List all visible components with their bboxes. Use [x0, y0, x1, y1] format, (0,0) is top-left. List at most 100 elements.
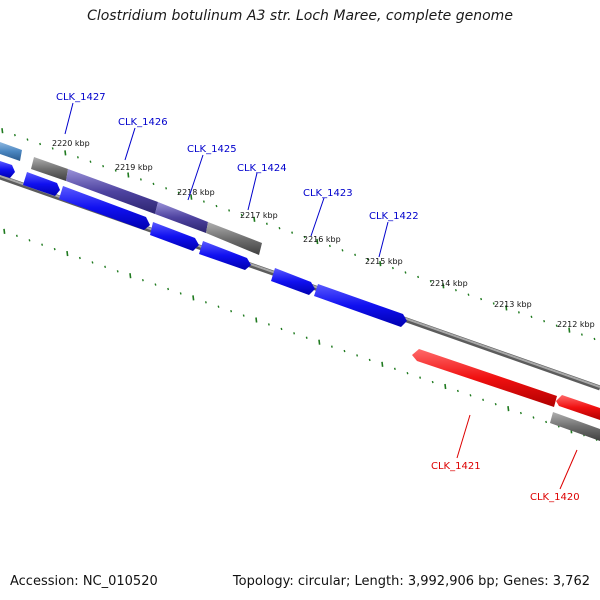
minor-tick — [53, 247, 56, 251]
gene-label-clk-1421[interactable]: CLK_1421 — [431, 461, 481, 472]
minor-tick — [391, 266, 394, 270]
minor-tick — [368, 358, 371, 362]
minor-tick — [139, 178, 142, 181]
minor-tick — [167, 287, 170, 291]
minor-tick — [152, 182, 155, 186]
major-tick — [192, 295, 195, 301]
gene-bar[interactable] — [66, 169, 158, 214]
scale-label: 2219 kbp — [115, 163, 153, 172]
minor-tick — [102, 164, 105, 168]
label-leader — [64, 102, 74, 135]
minor-tick — [13, 133, 16, 137]
major-tick — [316, 238, 319, 245]
minor-tick — [580, 333, 583, 336]
minor-tick — [517, 311, 520, 314]
label-leader — [124, 127, 136, 161]
minor-tick — [41, 243, 44, 246]
minor-tick — [305, 336, 308, 339]
minor-tick — [330, 345, 333, 348]
gene-bar[interactable] — [155, 202, 208, 233]
minor-tick — [406, 371, 409, 375]
minor-tick — [429, 280, 432, 283]
cds-arrow-forward[interactable] — [0, 161, 15, 178]
cds-arrow-forward[interactable] — [199, 241, 251, 270]
minor-tick — [51, 147, 54, 150]
scale-label: 2212 kbp — [557, 320, 595, 329]
minor-tick — [179, 292, 182, 295]
minor-tick — [417, 275, 420, 279]
minor-tick — [467, 293, 470, 296]
minor-tick — [28, 239, 31, 242]
major-tick — [127, 172, 130, 178]
minor-tick — [341, 249, 344, 252]
minor-tick — [494, 403, 497, 406]
minor-tick — [39, 142, 42, 146]
minor-tick — [530, 315, 533, 319]
scale-label: 2215 kbp — [365, 257, 403, 266]
cds-arrow-reverse[interactable] — [556, 395, 600, 420]
minor-tick — [328, 244, 331, 248]
cds-arrow-forward[interactable] — [271, 268, 315, 295]
minor-tick — [265, 222, 268, 225]
gene-bar[interactable] — [206, 222, 262, 255]
major-tick — [129, 273, 132, 279]
major-tick — [253, 216, 256, 222]
cds-arrow-reverse[interactable] — [412, 349, 557, 407]
minor-tick — [492, 302, 495, 305]
minor-tick — [366, 258, 369, 261]
minor-tick — [454, 289, 457, 292]
label-leader — [247, 172, 258, 211]
gene-label-clk-1425[interactable]: CLK_1425 — [187, 144, 237, 155]
minor-tick — [141, 278, 144, 282]
gene-bar[interactable] — [550, 412, 600, 441]
major-tick — [444, 383, 447, 390]
minor-tick — [480, 297, 483, 301]
gene-label-clk-1422[interactable]: CLK_1422 — [369, 211, 419, 222]
major-tick — [64, 150, 67, 156]
cds-arrow-forward[interactable] — [59, 186, 150, 230]
gene-label-clk-1423[interactable]: CLK_1423 — [303, 188, 353, 199]
scale-label: 2214 kbp — [430, 279, 468, 288]
minor-tick — [291, 231, 294, 234]
scale-label: 2213 kbp — [494, 300, 532, 309]
minor-tick — [555, 324, 558, 327]
minor-tick — [26, 138, 29, 141]
major-tick — [507, 406, 510, 412]
minor-tick — [15, 234, 18, 238]
minor-tick — [482, 398, 485, 401]
minor-tick — [419, 376, 422, 379]
minor-tick — [543, 320, 546, 323]
minor-tick — [217, 305, 220, 308]
reverse-gene-labels — [456, 414, 578, 490]
cds-arrow-forward[interactable] — [23, 172, 60, 196]
gene-bar[interactable] — [31, 157, 68, 181]
gene-label-clk-1424[interactable]: CLK_1424 — [237, 163, 287, 174]
minor-tick — [431, 380, 434, 384]
gene-bars — [0, 142, 600, 441]
minor-tick — [303, 235, 306, 239]
gene-label-clk-1426[interactable]: CLK_1426 — [118, 117, 168, 128]
major-tick — [1, 128, 4, 134]
major-tick — [3, 228, 6, 235]
cds-arrow-forward[interactable] — [314, 284, 407, 327]
cds-arrow-forward[interactable] — [150, 222, 199, 251]
label-leader — [187, 154, 204, 201]
minor-tick — [242, 314, 245, 317]
minor-tick — [356, 354, 359, 357]
gene-bar[interactable] — [0, 142, 22, 161]
minor-tick — [278, 226, 281, 230]
minor-tick — [280, 327, 283, 331]
gene-label-clk-1420[interactable]: CLK_1420 — [530, 492, 580, 503]
topology-info: Topology: circular; Length: 3,992,906 bp… — [232, 574, 590, 589]
major-tick — [255, 317, 258, 323]
minor-tick — [202, 200, 205, 203]
minor-tick — [230, 309, 233, 313]
minor-tick — [240, 213, 243, 217]
reverse-gene-label-text: CLK_1421 CLK_1420 — [431, 461, 580, 503]
minor-tick — [78, 256, 81, 260]
gene-label-clk-1427[interactable]: CLK_1427 — [56, 92, 106, 103]
major-tick — [568, 327, 571, 333]
minor-tick — [456, 389, 459, 393]
scale-label: 2216 kbp — [303, 235, 341, 244]
